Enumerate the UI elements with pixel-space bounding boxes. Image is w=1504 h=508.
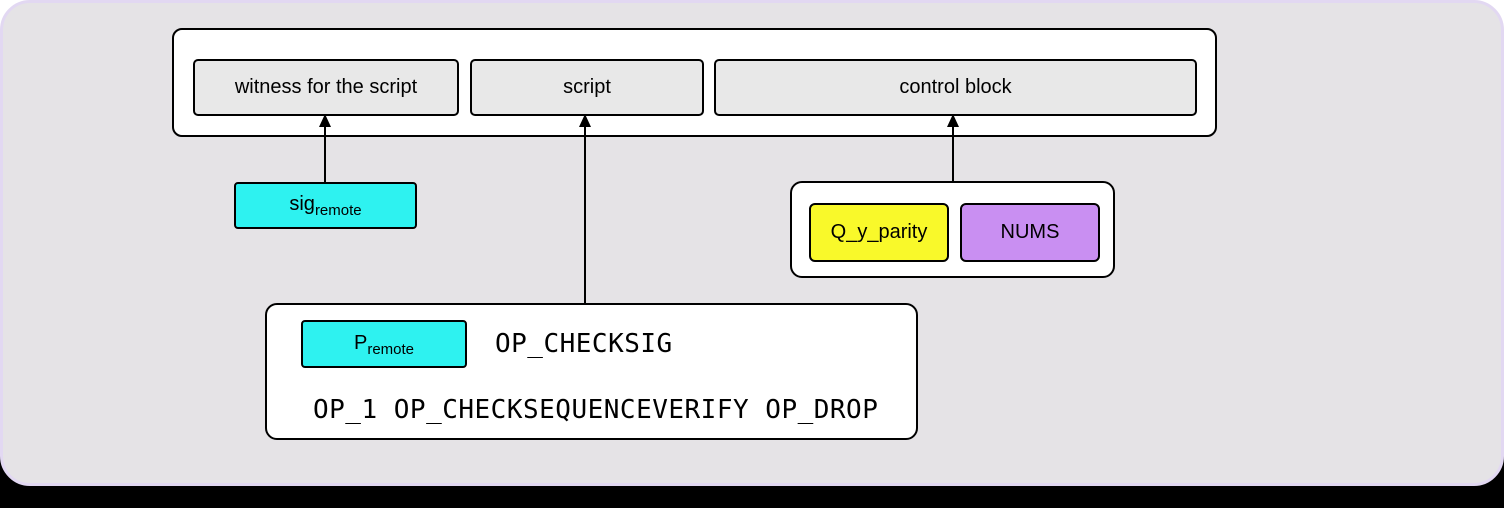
arrow-controldetail-to-controlblock (946, 114, 960, 181)
script-cell: script (470, 59, 704, 116)
nums-label: NUMS (1000, 221, 1060, 243)
arrow-shaft (324, 125, 326, 182)
p-remote-box: Premote (301, 320, 467, 368)
op-timelock-text: OP_1 OP_CHECKSEQUENCEVERIFY OP_DROP (313, 395, 879, 425)
sig-remote-box: sigremote (234, 182, 417, 229)
witness-stack-container: witness for the script script control bl… (172, 28, 1217, 137)
control-block-cell: control block (714, 59, 1197, 116)
arrowhead-up-icon (947, 114, 959, 127)
arrow-sig-to-witness (318, 114, 332, 182)
p-remote-label: Premote (353, 331, 415, 358)
arrow-shaft (584, 125, 586, 304)
arrow-shaft (952, 125, 954, 181)
sig-remote-subscript: remote (314, 202, 362, 219)
script-detail-group: Premote OP_CHECKSIG OP_1 OP_CHECKSEQUENC… (265, 303, 918, 440)
witness-for-script-label: witness for the script (234, 76, 418, 98)
control-block-label: control block (899, 76, 1012, 98)
script-label: script (563, 76, 611, 98)
arrow-scriptdetail-to-script (578, 114, 592, 304)
q-y-parity-box: Q_y_parity (809, 203, 949, 262)
q-y-parity-label: Q_y_parity (830, 221, 928, 243)
nums-box: NUMS (960, 203, 1100, 262)
p-remote-subscript: remote (367, 340, 415, 358)
control-block-detail-group: Q_y_parity NUMS (790, 181, 1115, 278)
sig-remote-label: sigremote (289, 193, 362, 219)
arrowhead-up-icon (319, 114, 331, 127)
witness-for-script-cell: witness for the script (193, 59, 459, 116)
arrowhead-up-icon (579, 114, 591, 127)
op-checksig-text: OP_CHECKSIG (495, 329, 673, 359)
